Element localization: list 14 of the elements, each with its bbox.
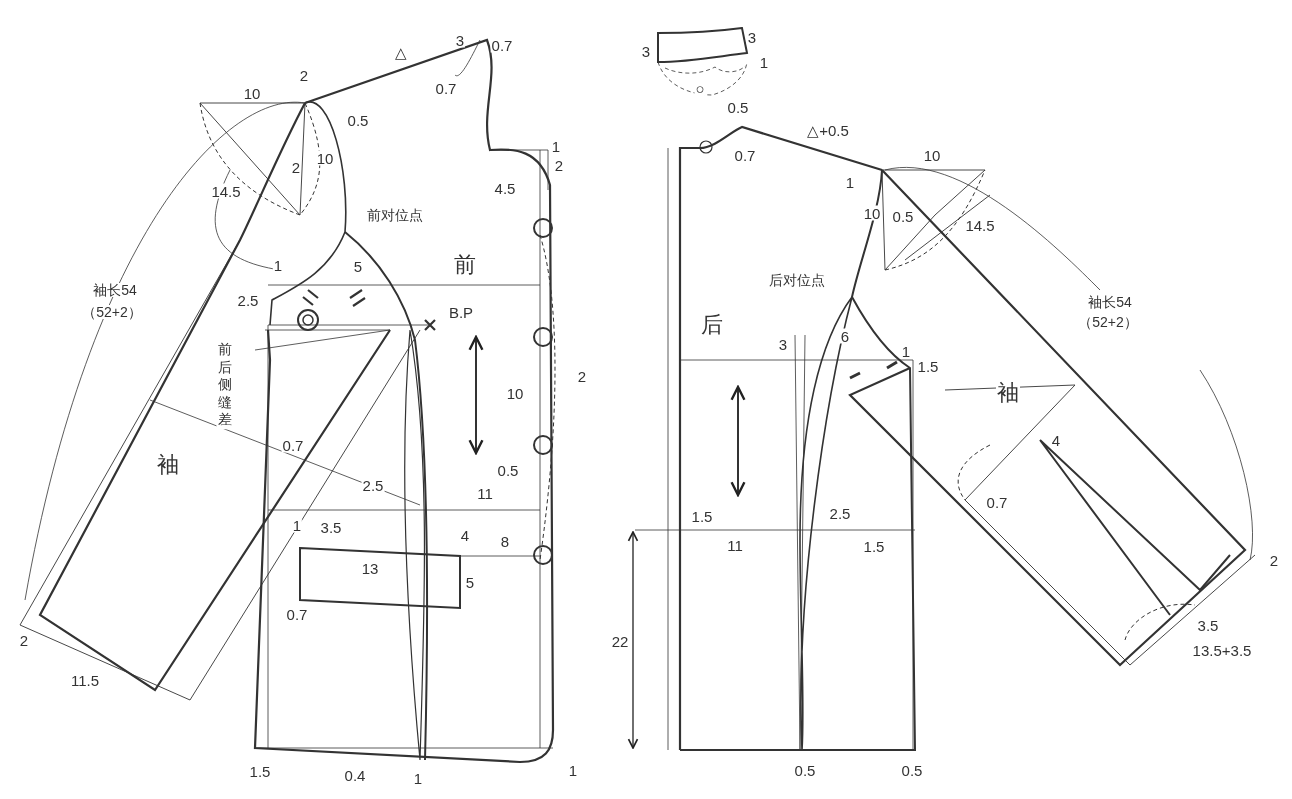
notch-point-label: 后对位点 <box>768 273 826 287</box>
notch-point-label: 前对位点 <box>366 208 424 222</box>
side-seam-note: 前后侧缝差 <box>216 341 234 429</box>
measurement-label: 6 <box>839 328 851 344</box>
pattern-piece-name: 前 <box>453 254 477 276</box>
sleeve-length-label: 袖长54 <box>1087 295 1133 309</box>
pattern-piece-name: 后 <box>700 314 724 336</box>
pattern-piece-name: 袖 <box>996 382 1020 404</box>
measurement-label: 1 <box>291 517 303 533</box>
measurement-label: 10 <box>315 150 335 166</box>
pattern-piece-name: 袖 <box>156 454 180 476</box>
measurement-label: 10 <box>862 205 882 221</box>
measurement-label: 14.5 <box>210 183 242 199</box>
sleeve-length-label: 袖长54 <box>92 283 138 297</box>
